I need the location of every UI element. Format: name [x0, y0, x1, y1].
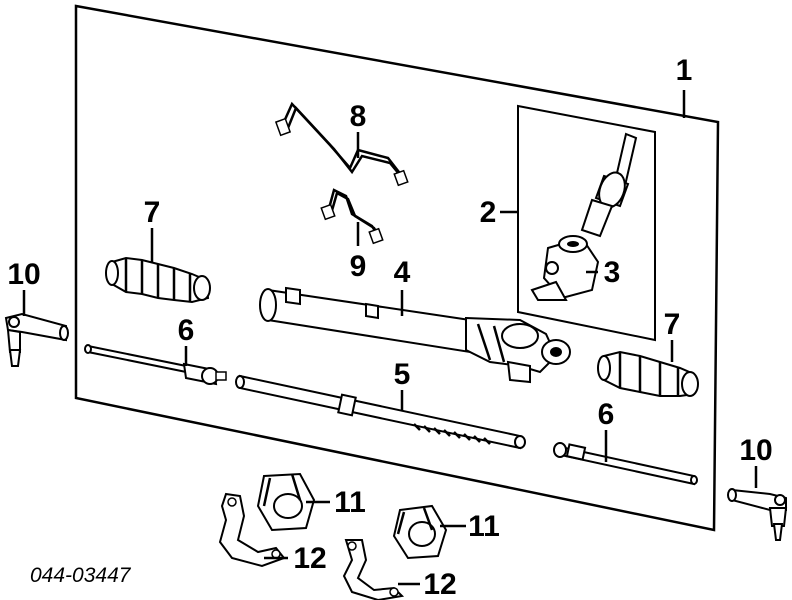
callout-3: 3	[604, 256, 621, 289]
callout-6-left: 6	[178, 314, 195, 347]
catalog-number: 044-03447	[30, 564, 132, 587]
callout-6-right: 6	[598, 398, 615, 431]
left-inner-tie-rod	[84, 344, 227, 386]
callout-7-right: 7	[664, 308, 681, 341]
callout-2: 2	[480, 196, 497, 229]
left-tie-rod-end	[4, 312, 69, 367]
leader-lines	[22, 90, 758, 586]
callout-7-left: 7	[144, 196, 161, 229]
callout-11-left: 11	[334, 486, 366, 519]
pressure-line	[274, 101, 409, 187]
callout-12-right: 12	[423, 568, 456, 600]
rack-bar	[235, 374, 526, 450]
callout-11-right: 11	[468, 510, 500, 543]
callout-4: 4	[394, 256, 411, 289]
mount-bushing-left	[256, 472, 316, 532]
callout-8: 8	[350, 100, 367, 133]
return-line	[320, 188, 384, 245]
mount-bracket-right	[342, 539, 405, 600]
right-boot	[597, 350, 699, 397]
callout-12-left: 12	[293, 542, 326, 575]
callout-1: 1	[676, 54, 693, 87]
left-boot	[105, 256, 211, 304]
right-inner-tie-rod	[553, 442, 698, 486]
callout-10-left: 10	[7, 258, 40, 291]
callout-9: 9	[350, 250, 367, 283]
callout-5: 5	[394, 358, 411, 391]
control-valve	[530, 132, 638, 301]
mount-bushing-right	[392, 504, 448, 560]
callout-10-right: 10	[739, 434, 772, 467]
right-tie-rod-end	[727, 488, 788, 541]
